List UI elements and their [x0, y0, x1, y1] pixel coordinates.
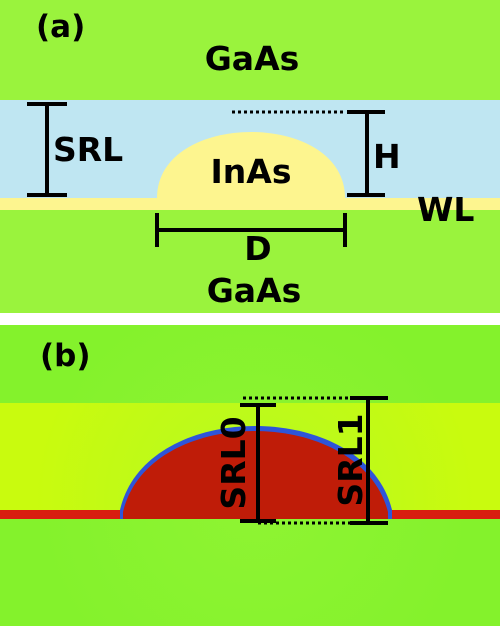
- height-bracket: [347, 110, 385, 197]
- gaas-bottom-label: GaAs: [207, 271, 302, 310]
- srl-label: SRL: [53, 130, 123, 169]
- gaas-top-layer-a: [0, 0, 500, 100]
- wetting-layer-label: WL: [417, 190, 474, 229]
- gaas-bottom-layer-a: [0, 210, 500, 313]
- inas-label: InAs: [211, 152, 292, 191]
- srl1-bracket: [350, 396, 388, 525]
- diameter-bracket: [155, 213, 347, 247]
- panel-a: (a) GaAs SRL InAs H WL D GaAs: [0, 0, 500, 313]
- srl0-bracket: [240, 403, 276, 523]
- height-label: H: [373, 137, 401, 176]
- srl1-label: SRL1: [331, 413, 370, 506]
- panel-a-tag: (a): [36, 9, 85, 45]
- diameter-label: D: [244, 229, 271, 268]
- panel-separator: [0, 313, 500, 325]
- gaas-top-label: GaAs: [205, 39, 300, 78]
- quantum-dot-b: [123, 431, 388, 519]
- inas-dot-a: [157, 132, 345, 208]
- srl-bracket: [27, 102, 67, 197]
- panel-b-tag: (b): [40, 338, 91, 374]
- panel-b: (b) SRL0 SRL1: [0, 325, 500, 626]
- srl0-label: SRL0: [214, 416, 253, 509]
